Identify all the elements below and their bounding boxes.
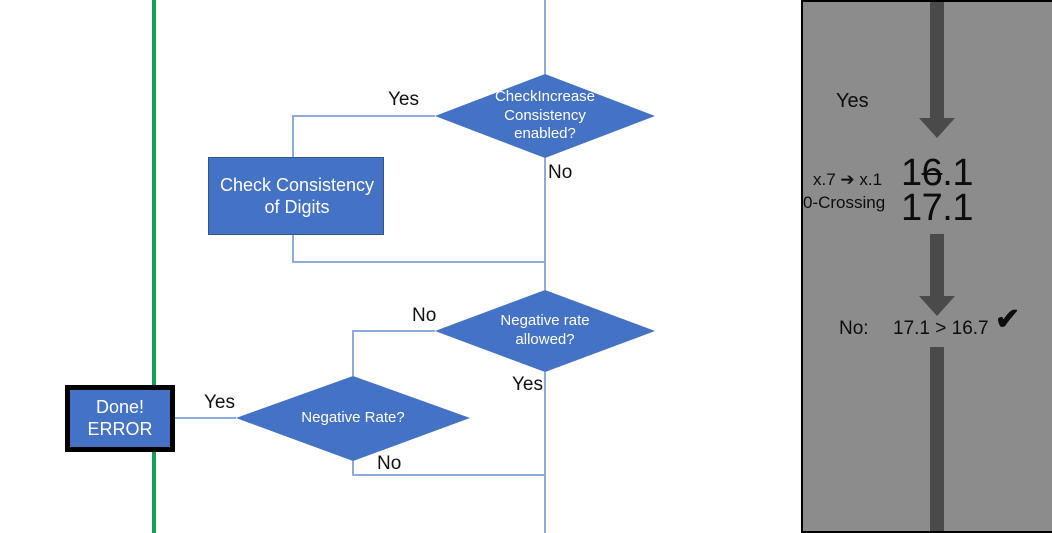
- decision-check-increase-consistency[interactable]: [435, 74, 655, 158]
- connector-negative-rate-no: [352, 461, 545, 476]
- edge-label-negative-rate-no: No: [377, 453, 402, 474]
- panel-value-before-prefix: 1: [901, 152, 922, 194]
- edge-label-negative-rate-allowed-yes: Yes: [512, 374, 543, 395]
- terminator-done-error[interactable]: Done! ERROR: [65, 385, 175, 452]
- edge-label-negative-rate-allowed-no: No: [412, 305, 437, 326]
- panel-rule-shift-label: x.7 ➔ x.1: [813, 170, 883, 189]
- panel-yes-label: Yes: [836, 90, 869, 112]
- decision-negative-rate-allowed[interactable]: [435, 290, 655, 372]
- connector-check-increase-yes: [292, 115, 435, 157]
- down-arrow-top: [919, 2, 955, 138]
- process-check-consistency-of-digits-label: Check Consistency of Digits: [219, 175, 375, 217]
- edge-label-negative-rate-yes: Yes: [204, 392, 235, 413]
- panel-arrow-graphics: [919, 2, 955, 531]
- process-check-consistency-of-digits[interactable]: Check Consistency of Digits: [208, 157, 384, 235]
- panel-comparison-expression: 17.1 > 16.7: [893, 318, 989, 339]
- connector-process-to-spine: [292, 235, 545, 263]
- panel-value-before: 16.1: [901, 152, 973, 195]
- panel-rule-zero-crossing-label: 0-Crossing: [803, 193, 886, 212]
- down-arrow-bottom-shaft: [930, 347, 944, 531]
- terminator-done-error-label: Done! ERROR: [87, 396, 153, 439]
- annotation-panel: Yes x.7 ➔ x.1 0-Crossing 16.1 17.1 No: 1…: [801, 0, 1052, 533]
- connector-negative-rate-allowed-no: [352, 330, 435, 376]
- panel-value-before-suffix: .1: [942, 152, 973, 194]
- edge-label-check-increase-yes: Yes: [388, 89, 419, 110]
- panel-value-after: 17.1: [901, 187, 973, 229]
- down-arrow-middle: [919, 234, 955, 316]
- panel-value-before-struck-digit: 6: [921, 152, 943, 194]
- panel-no-label: No:: [839, 318, 869, 339]
- edge-label-check-increase-no: No: [548, 162, 573, 183]
- decision-negative-rate[interactable]: [236, 376, 470, 461]
- check-mark-icon: ✔: [995, 303, 1021, 336]
